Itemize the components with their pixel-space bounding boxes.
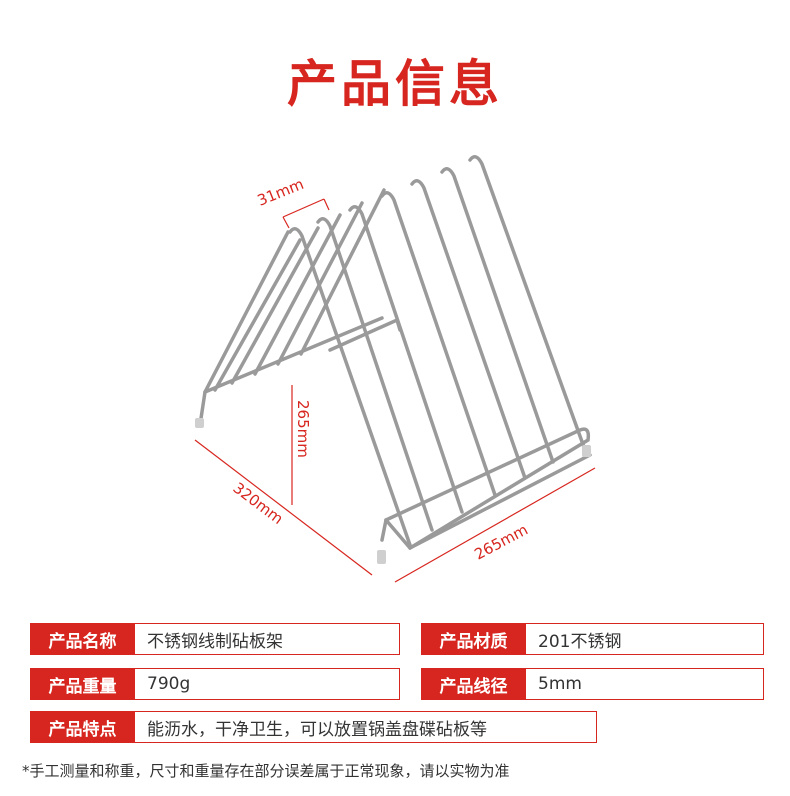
spec-row-weight: 产品重量 790g [30,668,400,700]
spec-label: 产品线径 [421,668,526,700]
spec-row-material: 产品材质 201不锈钢 [421,623,764,655]
spec-value: 不锈钢线制砧板架 [135,623,400,655]
spec-label: 产品特点 [30,711,135,743]
spec-value: 5mm [526,668,764,700]
spec-row-name: 产品名称 不锈钢线制砧板架 [30,623,400,655]
dimension-spacing: 31mm [255,175,307,210]
footnote: *手工测量和称重，尺寸和重量存在部分误差属于正常现象，请以实物为准 [22,762,510,780]
rack-wires [198,155,592,550]
spec-value: 790g [135,668,400,700]
dimension-width: 265mm [471,520,531,563]
spec-row-features: 产品特点 能沥水，干净卫生，可以放置锅盖盘碟砧板等 [30,711,597,743]
spec-label: 产品名称 [30,623,135,655]
spec-row-wire-diameter: 产品线径 5mm [421,668,764,700]
rack-foot [195,418,204,428]
spec-value: 201不锈钢 [526,623,764,655]
rack-foot [582,445,591,457]
product-illustration: 31mm 265mm 320mm 265mm [194,155,596,583]
rack-foot [377,550,386,564]
dimension-height: 265mm [294,400,312,458]
spec-label: 产品重量 [30,668,135,700]
spec-value: 能沥水，干净卫生，可以放置锅盖盘碟砧板等 [135,711,597,743]
dimension-lines [194,198,596,583]
spec-label: 产品材质 [421,623,526,655]
page-title: 产品信息 [287,55,503,113]
